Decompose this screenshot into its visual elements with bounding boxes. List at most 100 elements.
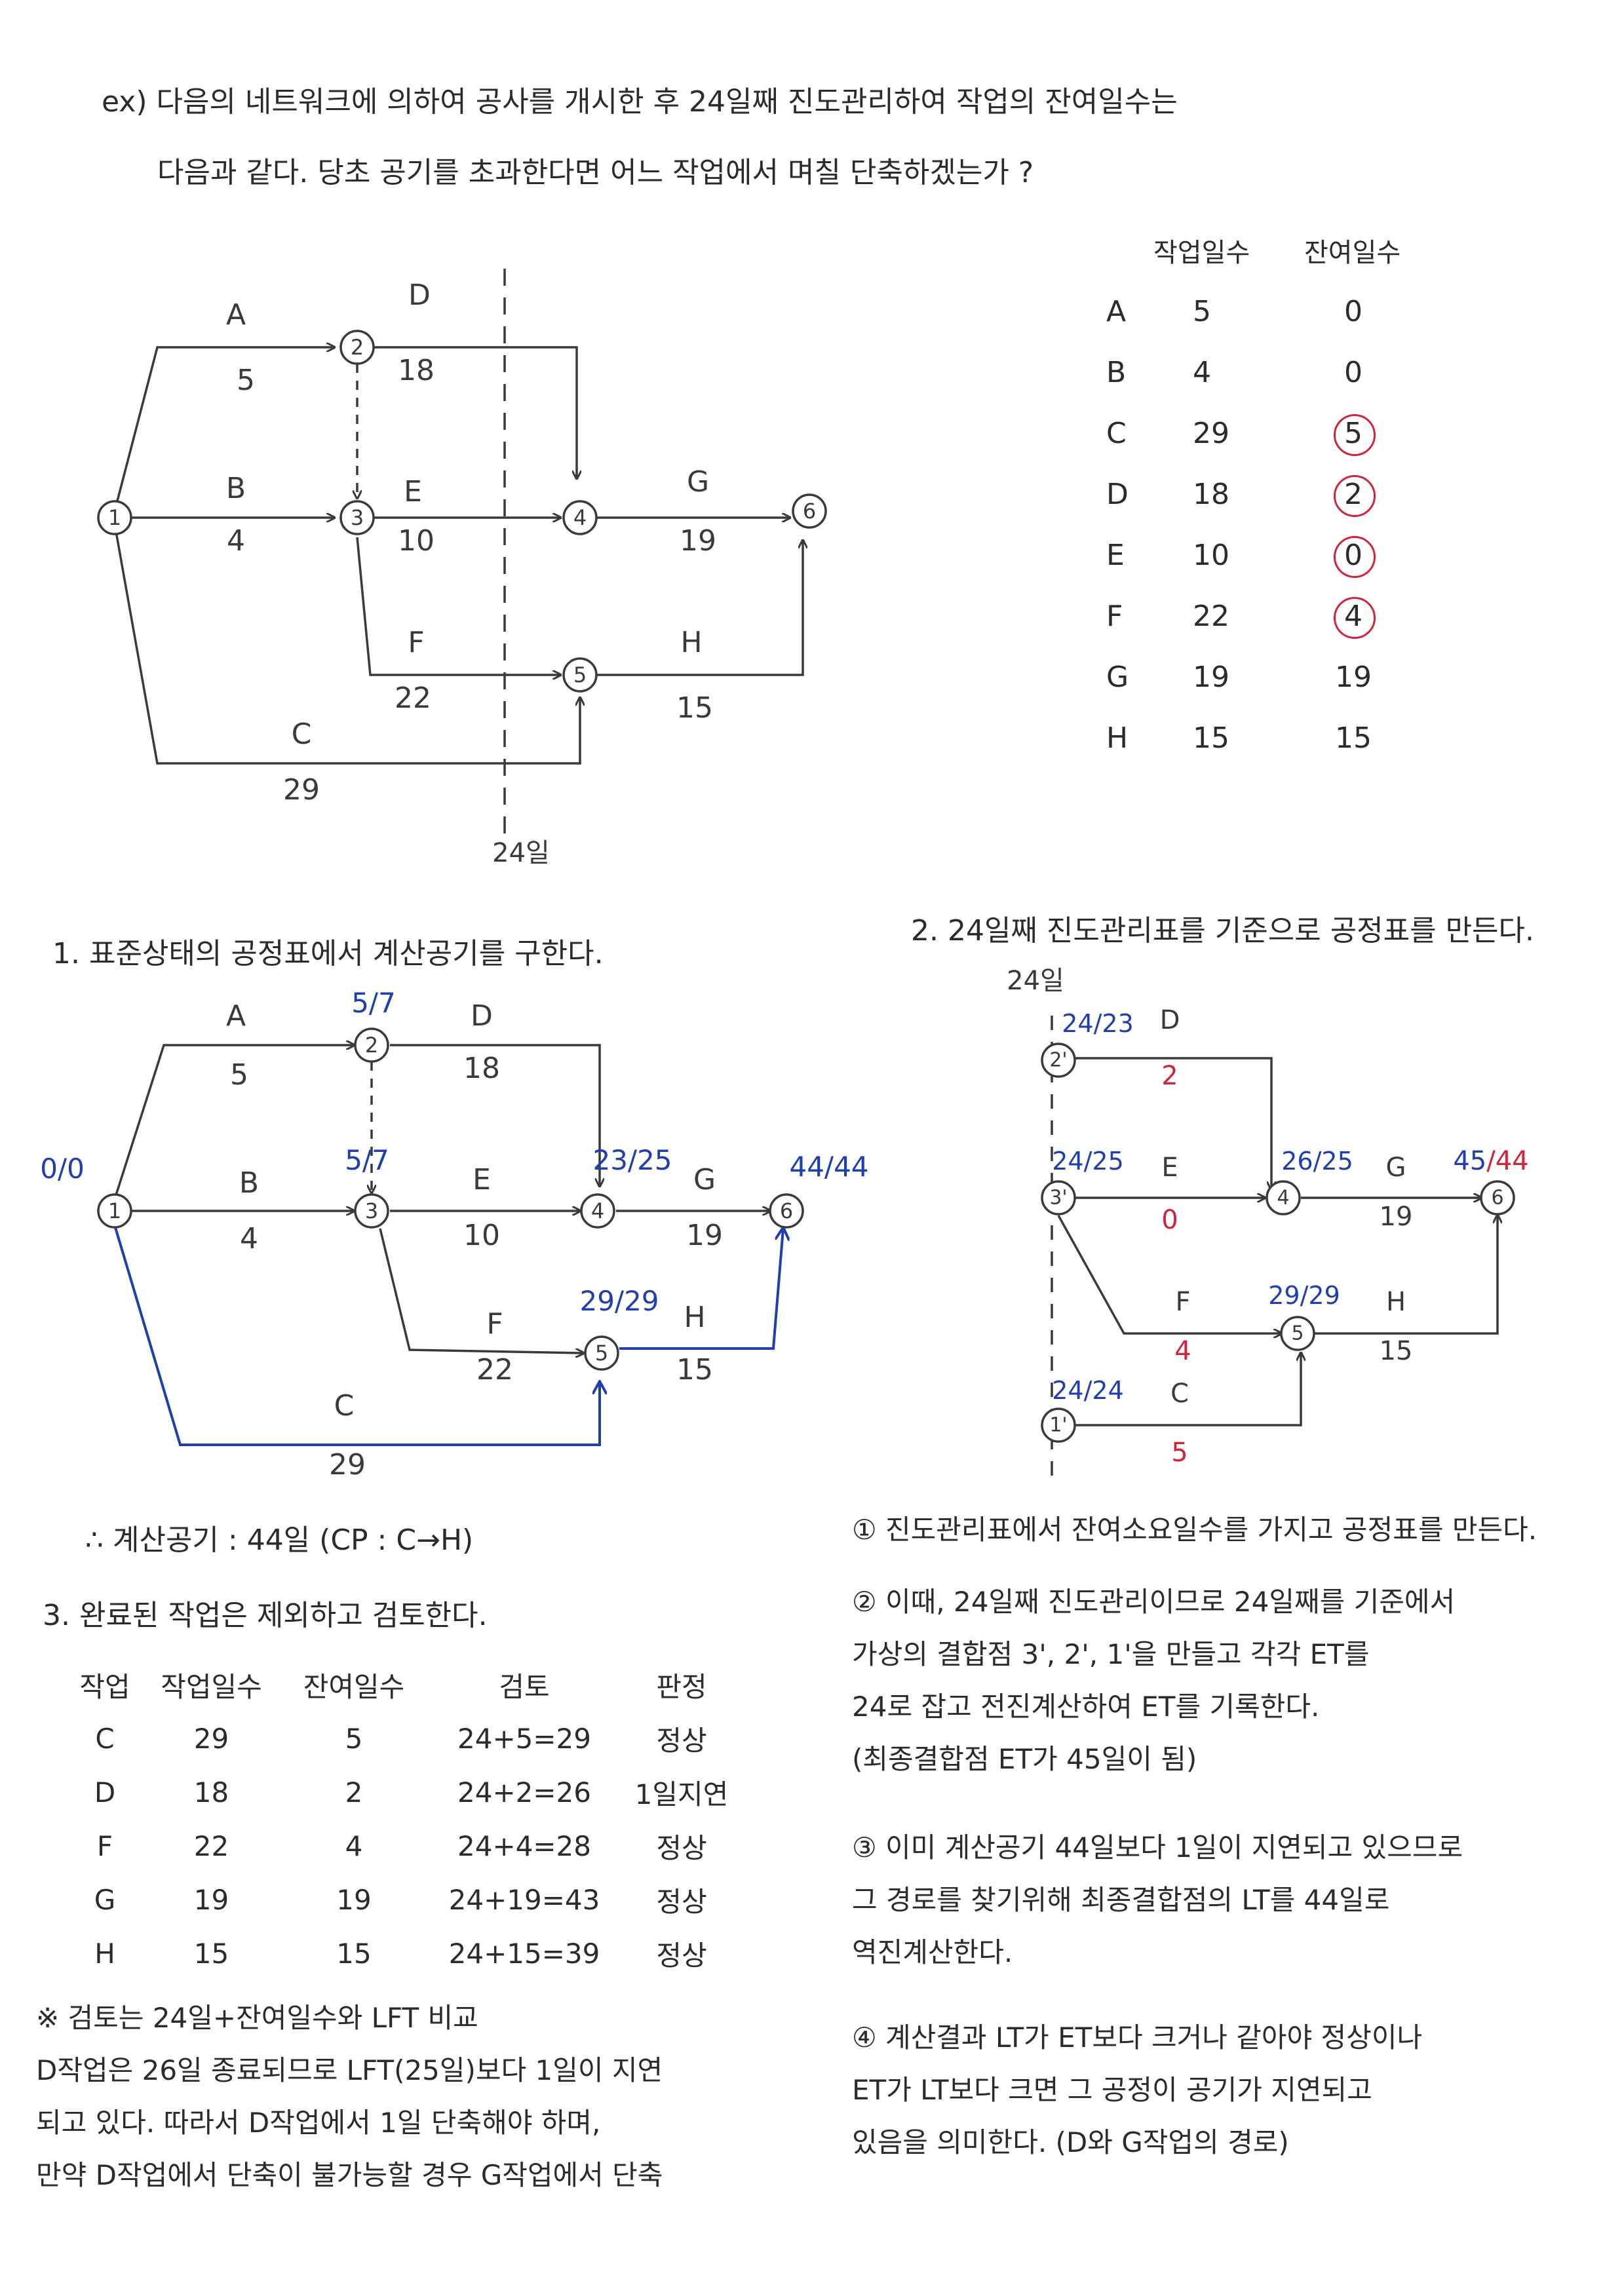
label-c-dur: 29: [329, 1448, 366, 1482]
label-d-dur: 18: [398, 354, 435, 387]
cutoff-label: 24일: [492, 838, 550, 868]
progress-activity: B: [1106, 356, 1127, 389]
review-duration: 22: [193, 1829, 229, 1862]
et-node-3-virtual: 24/25: [1052, 1147, 1124, 1176]
progress-remaining: 4: [1344, 600, 1363, 633]
note-1: ① 진도관리표에서 잔여소요일수를 가지고 공정표를 만든다.: [852, 1514, 1537, 1546]
arrow-f: [1057, 1215, 1281, 1333]
label-e-dur: 10: [398, 524, 435, 558]
progress-duration: 22: [1193, 600, 1229, 633]
progress-duration: 10: [1193, 539, 1229, 572]
progress-duration: 29: [1193, 417, 1229, 450]
progress-duration: 4: [1193, 356, 1211, 389]
progress-activity: A: [1106, 295, 1127, 328]
label-h-dur: 15: [1380, 1336, 1413, 1366]
progress-duration: 18: [1193, 478, 1229, 511]
label-a: A: [226, 999, 246, 1033]
review-activity: G: [94, 1883, 116, 1916]
arrow-h: [1314, 1215, 1498, 1335]
node-3: 3: [351, 505, 364, 530]
progress-header-duration: 작업일수: [1153, 238, 1250, 268]
progress-header-remaining: 잔여일수: [1304, 238, 1401, 268]
node-5: 5: [1291, 1322, 1304, 1345]
node-4: 4: [1277, 1187, 1289, 1210]
node-2: 2: [365, 1033, 378, 1058]
progress-remaining: 0: [1344, 295, 1363, 328]
label-h: H: [684, 1301, 705, 1334]
progress-remaining: 15: [1335, 721, 1372, 755]
critical-arrow-c: [113, 1225, 600, 1446]
label-h: H: [1386, 1287, 1406, 1317]
label-g-dur: 19: [686, 1219, 723, 1252]
review-header-verdict: 판정: [656, 1670, 707, 1703]
step1-result: ∴ 계산공기 : 44일 (CP : C→H): [85, 1523, 474, 1557]
node-4: 4: [591, 1198, 604, 1223]
progress-activity: H: [1106, 721, 1129, 755]
node-1-virtual: 1': [1049, 1414, 1067, 1437]
review-verdict: 정상: [656, 1724, 707, 1757]
review-remaining: 19: [336, 1883, 372, 1916]
progress-activity: F: [1106, 600, 1123, 633]
node-4: 4: [573, 505, 587, 530]
review-header-remaining: 잔여일수: [303, 1670, 405, 1703]
note-2: ② 이때, 24일째 진도관리이므로 24일째를 기준에서 가상의 결합점 3'…: [852, 1586, 1456, 1775]
arrow-c: [113, 524, 580, 765]
review-check: 24+2=26: [457, 1776, 591, 1808]
review-check: 24+5=29: [457, 1722, 591, 1755]
label-h-dur: 15: [676, 1353, 713, 1387]
remaining-e: 0: [1161, 1205, 1178, 1235]
label-f-dur: 22: [395, 681, 431, 715]
review-verdict: 정상: [656, 1885, 707, 1918]
problem-line-1: ex) 다음의 네트워크에 의하여 공사를 개시한 후 24일째 진도관리하여 …: [102, 85, 1178, 119]
arrow-d: [1075, 1057, 1271, 1189]
arrow-a: [113, 1045, 354, 1200]
label-c: C: [334, 1389, 355, 1423]
label-d-dur: 18: [463, 1052, 500, 1085]
network-diagram-forward-pass: 1 2 3 4 5 6 A 5 D 18 B 4 E 10 G 19 F 22 …: [40, 987, 868, 1482]
et-lt-node-6: 45/44: [1453, 1146, 1528, 1176]
label-g-dur: 19: [1380, 1202, 1413, 1232]
label-c: C: [1170, 1379, 1189, 1409]
et-node-1-virtual: 24/24: [1052, 1376, 1124, 1405]
review-verdict: 정상: [656, 1939, 707, 1972]
remaining-circle-mark: [1334, 536, 1376, 578]
review-duration: 19: [193, 1883, 229, 1916]
remaining-d: 2: [1161, 1061, 1178, 1091]
et-node-6: 44/44: [789, 1151, 868, 1183]
critical-arrow-h: [619, 1229, 783, 1350]
label-a-dur: 5: [237, 364, 255, 397]
et-node-5: 29/29: [579, 1285, 659, 1317]
review-activity: F: [96, 1829, 113, 1862]
step2-title: 2. 24일째 진도관리표를 기준으로 공정표를 만든다.: [911, 914, 1535, 947]
review-activity: C: [95, 1722, 115, 1755]
node-3-virtual: 3': [1049, 1187, 1067, 1210]
review-activity: D: [94, 1776, 116, 1808]
label-c: C: [292, 718, 312, 751]
progress-activity: C: [1106, 417, 1127, 450]
label-e-dur: 10: [463, 1219, 500, 1252]
node-3: 3: [365, 1198, 378, 1223]
et-node-2: 5/7: [351, 987, 396, 1019]
arrow-d: [374, 346, 577, 478]
remaining-c: 5: [1171, 1438, 1188, 1468]
node-6: 6: [803, 499, 816, 524]
progress-activity: G: [1106, 660, 1129, 694]
arrow-d: [390, 1044, 600, 1186]
progress-activity: D: [1106, 478, 1129, 511]
label-h-dur: 15: [676, 691, 713, 725]
et-node-4: 26/25: [1281, 1147, 1353, 1176]
label-b: B: [239, 1166, 259, 1200]
node-5: 5: [573, 662, 587, 687]
label-d: D: [471, 999, 493, 1033]
progress-remaining: 5: [1344, 417, 1363, 450]
et-node-5: 29/29: [1268, 1281, 1340, 1310]
node-1: 1: [108, 505, 121, 530]
problem-line-2: 다음과 같다. 당초 공기를 초과한다면 어느 작업에서 며칠 단축하겠는가 ?: [157, 156, 1034, 189]
label-f: F: [486, 1307, 503, 1341]
review-remaining: 2: [345, 1776, 363, 1808]
review-check: 24+4=28: [457, 1829, 591, 1862]
label-h: H: [680, 626, 702, 659]
review-remaining: 4: [345, 1829, 363, 1862]
progress-duration: 15: [1193, 721, 1229, 755]
